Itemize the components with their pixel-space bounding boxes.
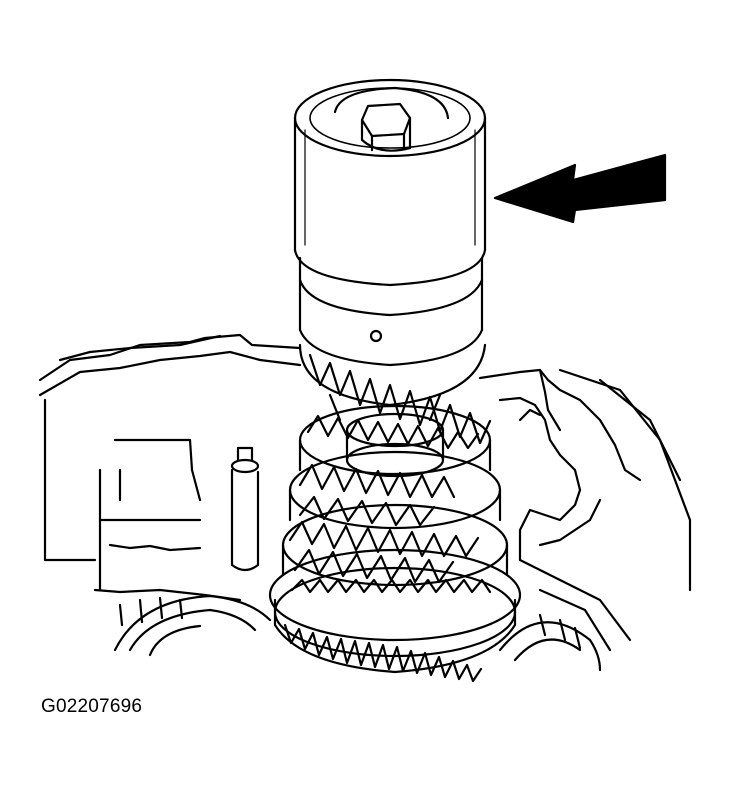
upper-helical-gear xyxy=(298,343,492,445)
figure-code-label: G02207696 xyxy=(41,696,143,717)
transmission-case xyxy=(38,333,692,672)
direction-arrow xyxy=(493,153,667,224)
installer-tool xyxy=(293,78,487,367)
middle-helical-gears xyxy=(281,404,509,587)
